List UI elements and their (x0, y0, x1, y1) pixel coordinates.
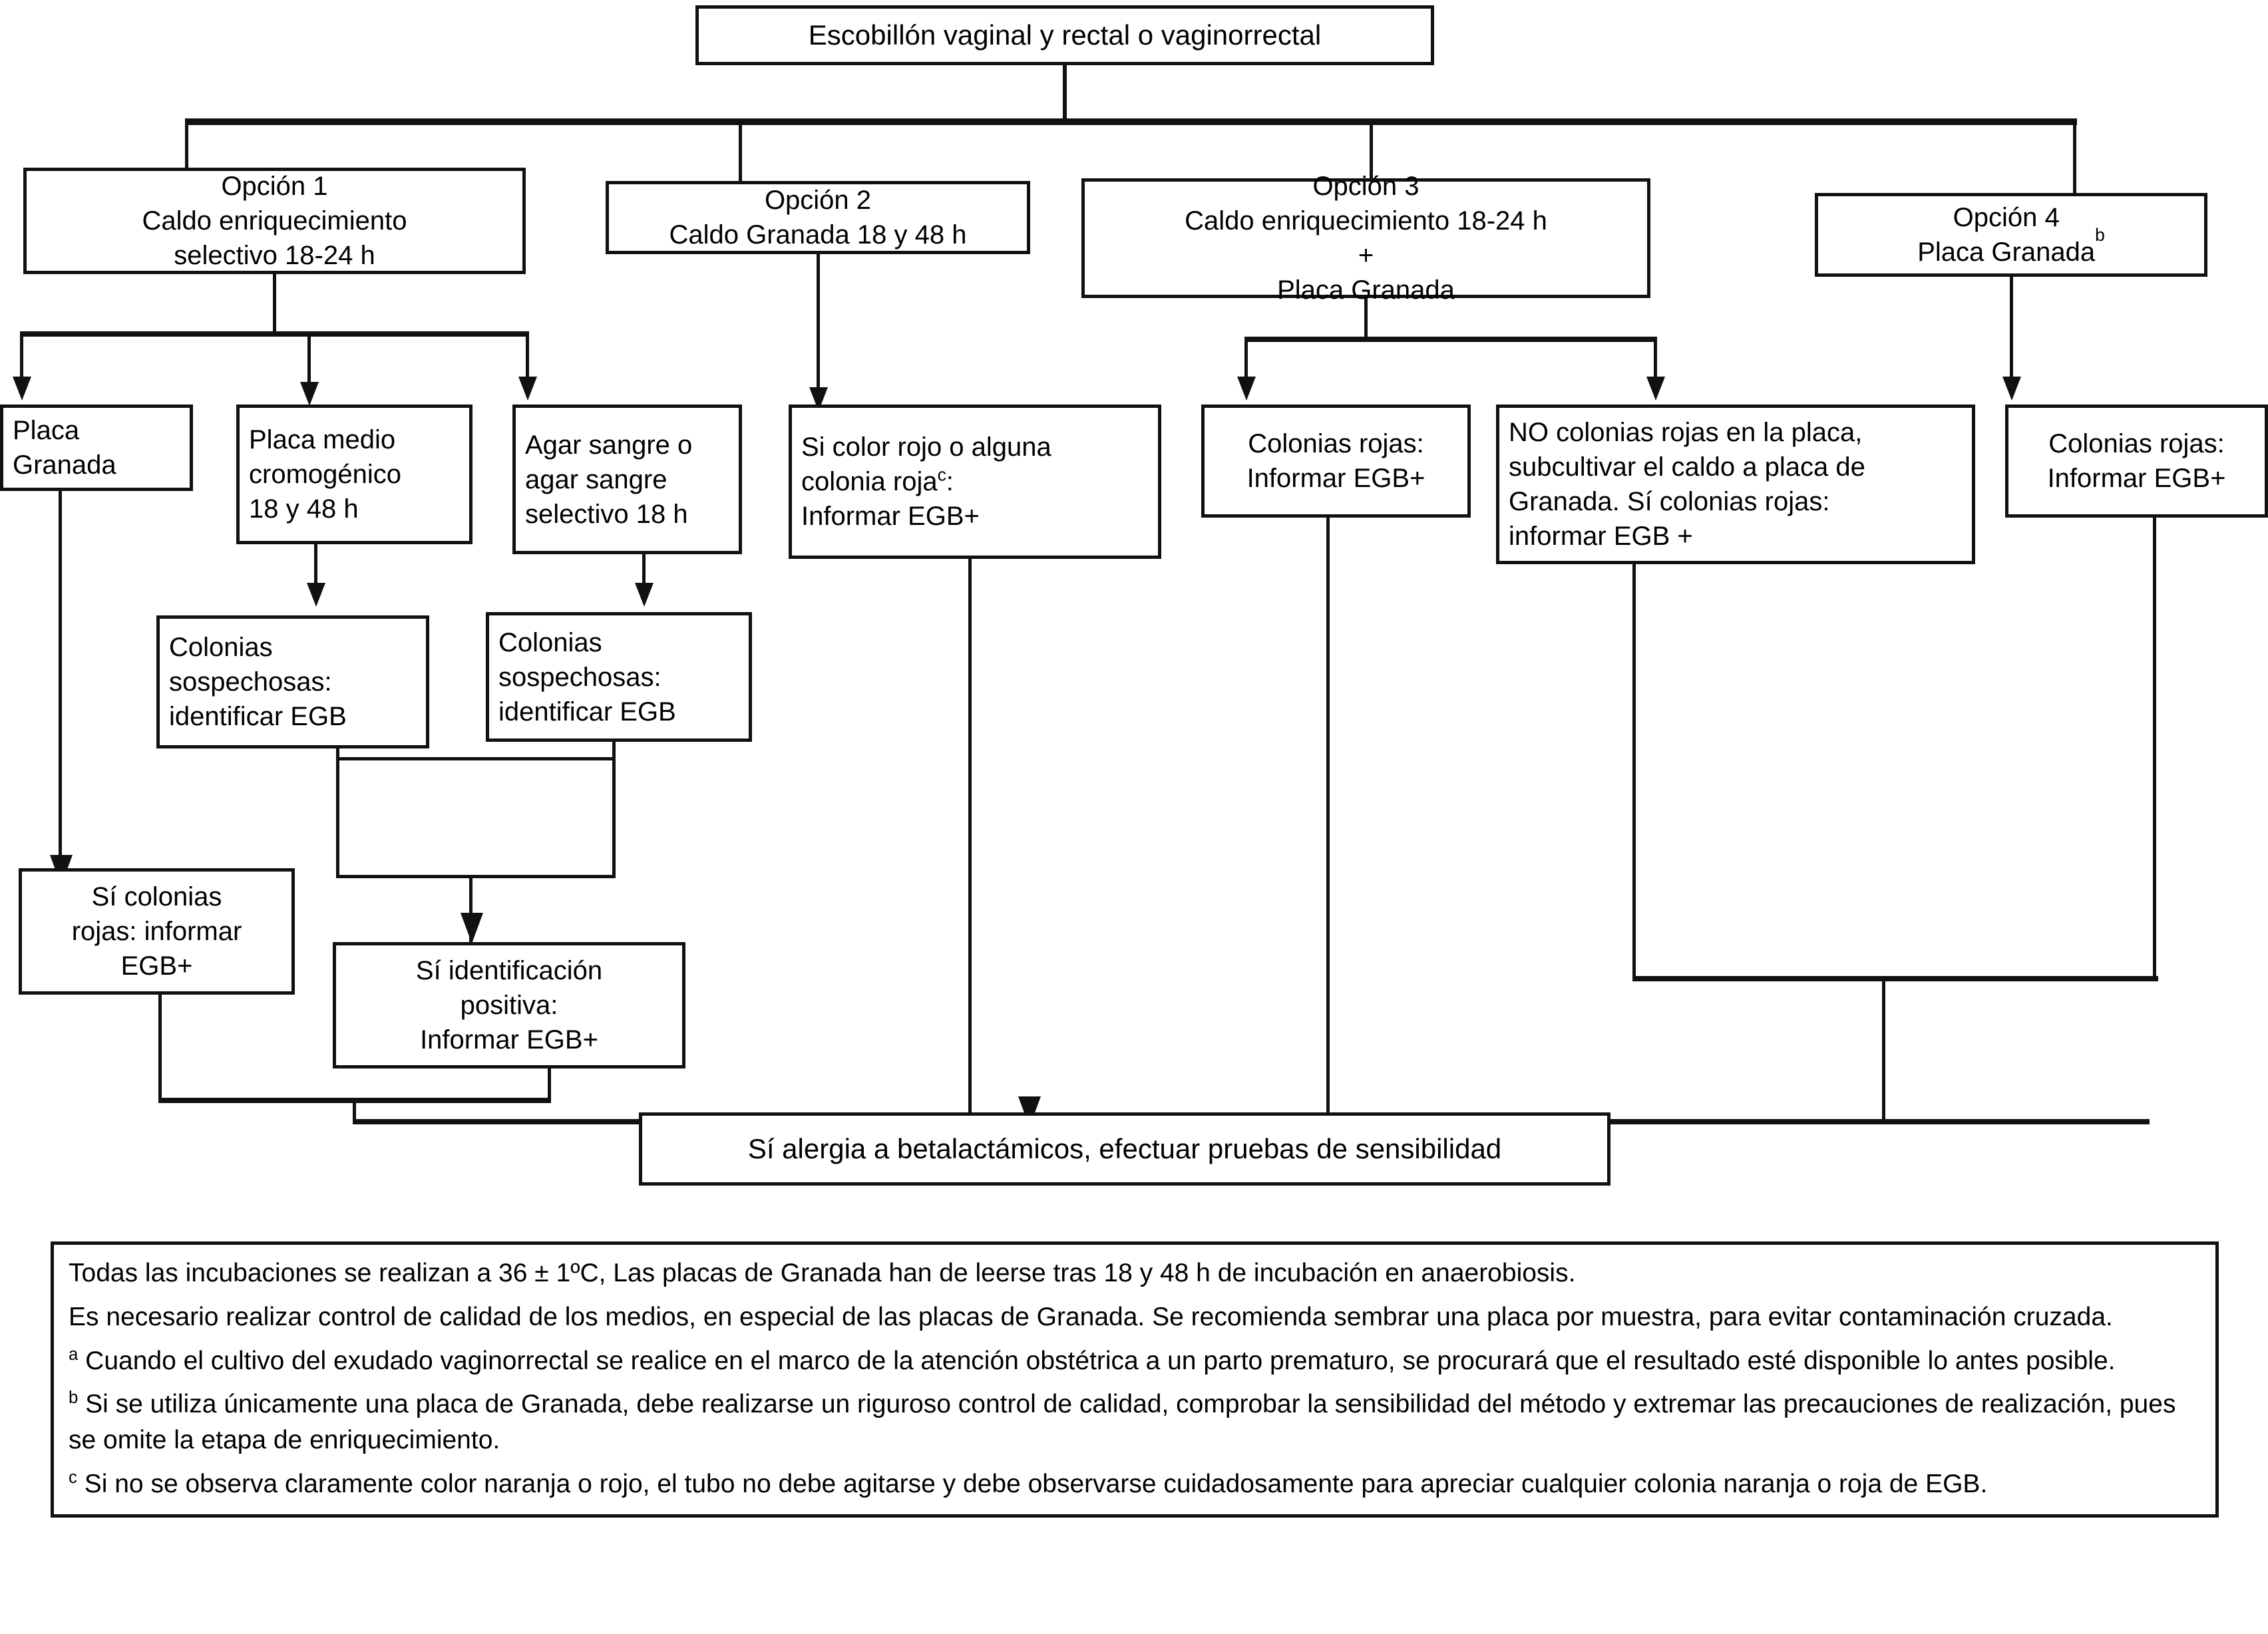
connector-nocolrojas-down (1632, 564, 1636, 980)
note-b-text: Si se utiliza únicamente una placa de Gr… (69, 1390, 2176, 1455)
connector-colrojas3-down (1326, 518, 1330, 1122)
node-colonias-sospechosas-2: Colonias sospechosas: identificar EGB (486, 612, 752, 742)
connector-agar-drop (526, 337, 529, 383)
connector-collector-left-stub (353, 1098, 356, 1123)
connector-opt2-out (817, 254, 820, 395)
connector-sosp2-down (612, 742, 616, 875)
connector-sosp-merge-down (336, 757, 339, 878)
arrow-cromo-child (307, 583, 325, 607)
arrow-agar-child (635, 583, 654, 607)
connector-granada-down (59, 491, 62, 884)
arrow-opt3-right (1646, 377, 1665, 401)
node-colonias-rojas-op3: Colonias rojas: Informar EGB+ (1201, 405, 1471, 518)
connector-sosp-join (336, 757, 616, 760)
note-line-2: Es necesario realizar control de calidad… (69, 1302, 2113, 1331)
connector-agar-out (642, 554, 646, 594)
connector-sosp1-down (336, 748, 339, 760)
connector-sip-down (548, 1068, 551, 1103)
note-c-text: Si no se observa claramente color naranj… (77, 1470, 1988, 1499)
connector-opt3-left-drop (1244, 342, 1248, 383)
arrow-placa-cromo (300, 382, 319, 406)
node-si-identificacion-positiva: Sí identificación positiva: Informar EGB… (333, 942, 685, 1068)
connector-sicolor-down (968, 559, 972, 1122)
arrow-opt4-child (2002, 377, 2021, 401)
note-line-1: Todas las incubaciones se realizan a 36 … (69, 1259, 1576, 1287)
connector-placa-cromo-drop (307, 337, 311, 390)
connector-opt3-bus (1244, 337, 1657, 342)
connector-opt4-drop (2073, 124, 2076, 202)
node-colonias-rojas-op4: Colonias rojas: Informar EGB+ (2005, 405, 2268, 518)
node-si-colonias-rojas: Sí colonias rojas: informar EGB+ (19, 868, 295, 995)
node-placa-cromogenico: Placa medio cromogénico 18 y 48 h (236, 405, 472, 544)
node-option-1: Opción 1 Caldo enriquecimiento selectivo… (23, 168, 526, 274)
notes-panel: Todas las incubaciones se realizan a 36 … (51, 1241, 2219, 1518)
note-b: b Si se utiliza únicamente una placa de … (69, 1387, 2201, 1458)
connector-to-identificacion (469, 875, 472, 945)
note-a: a Cuando el cultivo del exudado vaginorr… (69, 1343, 2201, 1379)
connector-nocolrojas-h (1632, 976, 2158, 981)
connector-opt1-bus (20, 331, 529, 337)
note-c: c Si no se observa claramente color nara… (69, 1466, 2201, 1502)
connector-opt4-out (2010, 277, 2013, 383)
note-b-marker: b (69, 1389, 79, 1408)
arrow-placa-granada (13, 377, 31, 401)
note-c-marker: c (69, 1468, 77, 1488)
node-option-3: Opción 3 Caldo enriquecimiento 18-24 h +… (1081, 172, 1650, 305)
connector-opt3-drop (1370, 124, 1373, 190)
connector-colrojas4-down (2153, 518, 2156, 981)
node-si-color-rojo-label: Si color rojo o alguna colonia rojac: In… (801, 432, 1051, 531)
node-option-2: Opción 2 Caldo Granada 18 y 48 h (606, 181, 1030, 254)
connector-sicr-down (158, 995, 162, 1101)
arrow-to-identificacion (461, 913, 483, 943)
node-colonias-sospechosas-1: Colonias sospechosas: identificar EGB (156, 615, 429, 748)
arrow-opt3-left (1237, 377, 1256, 401)
connector-root-bus (185, 118, 2077, 125)
connector-nocolrojas-tail (1882, 976, 1885, 1122)
note-a-text: Cuando el cultivo del exudado vaginorrec… (78, 1346, 2116, 1375)
arrow-agar (518, 377, 537, 401)
connector-opt2-drop (739, 124, 742, 190)
connector-root-stem (1063, 65, 1067, 122)
node-terminal: Sí alergia a betalactámicos, efectuar pr… (639, 1112, 1610, 1186)
node-si-color-rojo: Si color rojo o alguna colonia rojac: In… (789, 405, 1161, 559)
connector-opt1-drop (185, 124, 188, 178)
node-placa-granada: Placa Granada (0, 405, 193, 491)
node-option-4-label: Opción 4 Placa Granada (1917, 203, 2096, 267)
note-a-marker: a (69, 1345, 79, 1364)
connector-opt1-out (273, 274, 276, 335)
connector-opt3-out (1364, 298, 1368, 339)
connector-cromo-out (314, 544, 317, 592)
connector-sosp-merge-bottom (336, 875, 616, 878)
node-agar-sangre: Agar sangre o agar sangre selectivo 18 h (512, 405, 742, 554)
node-root: Escobillón vaginal y rectal o vaginorrec… (695, 5, 1434, 65)
node-si-color-rojo-sup: c (937, 464, 946, 485)
connector-placa-granada-drop (20, 337, 23, 383)
node-no-colonias-rojas: NO colonias rojas en la placa, subcultiv… (1496, 405, 1975, 564)
connector-opt3-right-drop (1654, 342, 1657, 383)
